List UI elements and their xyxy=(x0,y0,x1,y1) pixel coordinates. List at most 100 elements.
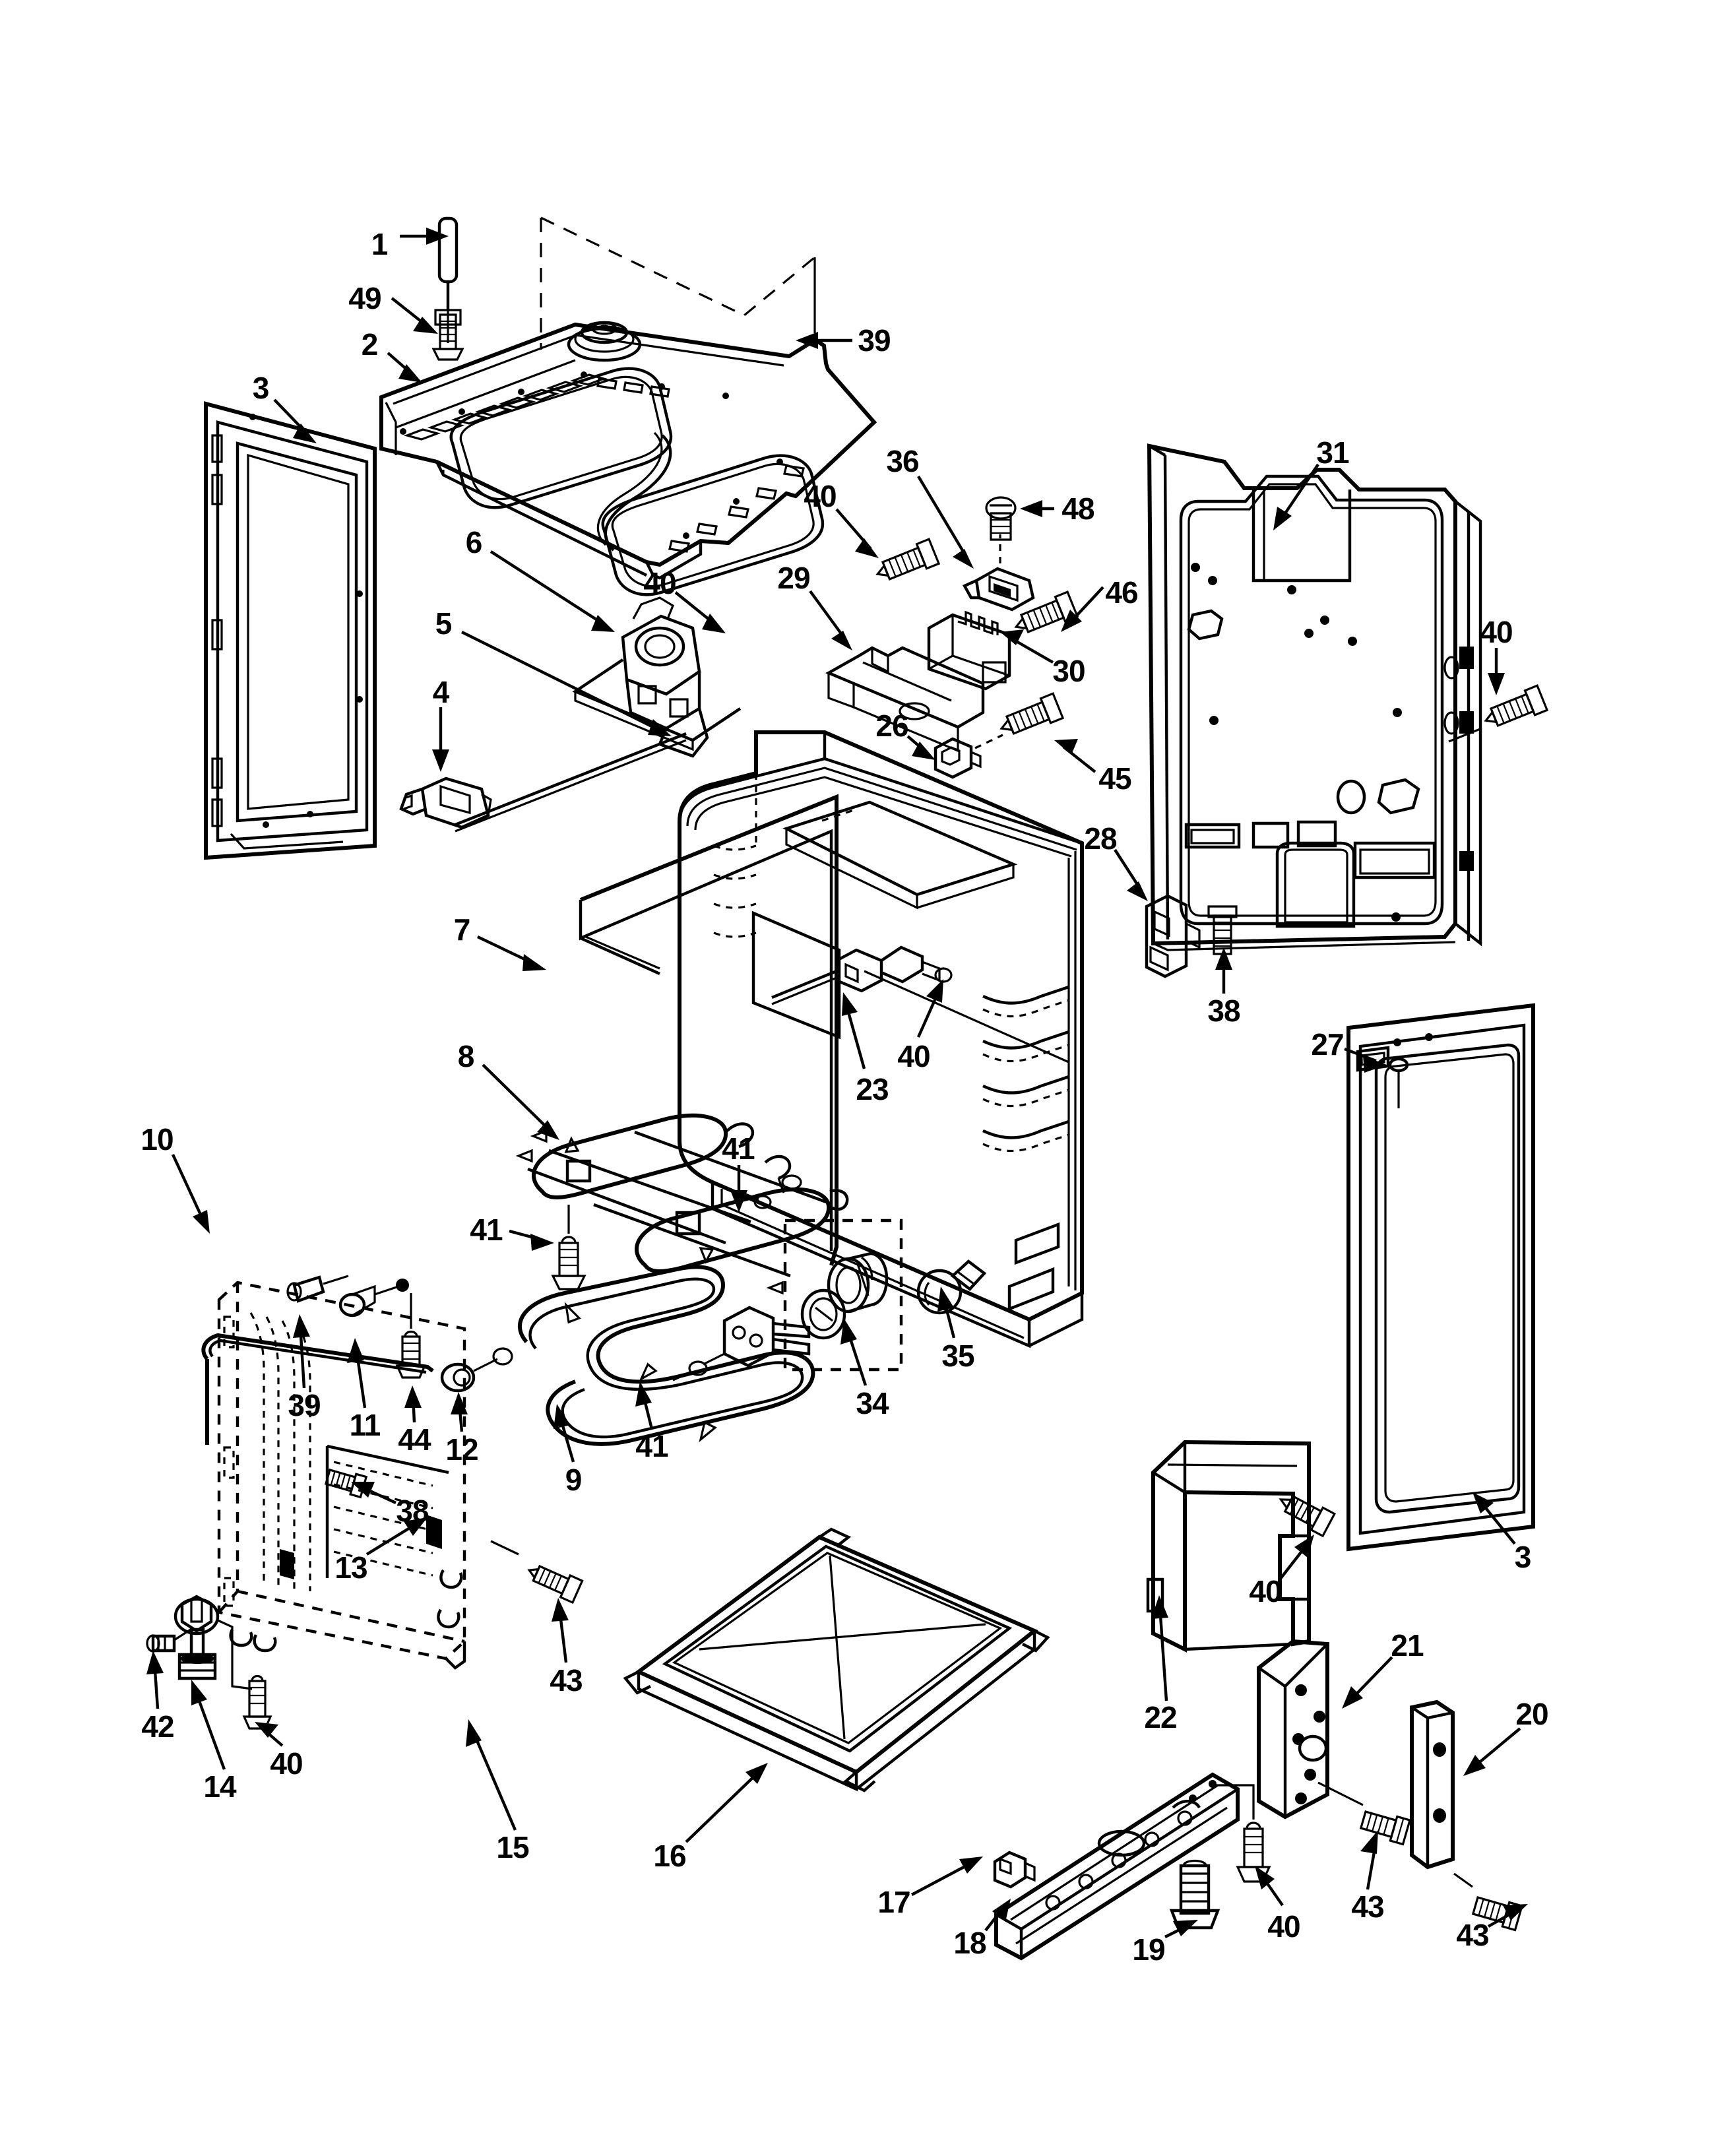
callout-number[interactable]: 22 xyxy=(1144,1700,1177,1734)
callout-number[interactable]: 45 xyxy=(1098,761,1131,796)
part-34-bushing-set xyxy=(783,1219,903,1372)
callout-number[interactable]: 28 xyxy=(1084,821,1117,856)
part-22-side-panel xyxy=(1146,1440,1311,1653)
callout-number[interactable]: 17 xyxy=(877,1885,910,1919)
callout-number[interactable]: 12 xyxy=(445,1432,478,1467)
part-26-clip xyxy=(934,737,982,779)
callout-number[interactable]: 40 xyxy=(1480,615,1513,649)
callout-number[interactable]: 20 xyxy=(1515,1697,1548,1731)
part-30-terminal-block xyxy=(927,610,1011,691)
part-5-link-rod xyxy=(455,732,687,833)
part-19-bolt xyxy=(1169,1859,1220,1930)
callout-number[interactable]: 3 xyxy=(1514,1540,1532,1574)
part-28-bracket xyxy=(1145,894,1201,978)
callout-number[interactable]: 6 xyxy=(465,525,483,559)
callout-number[interactable]: 42 xyxy=(141,1709,174,1744)
callout-number[interactable]: 40 xyxy=(1249,1574,1282,1608)
callout-number[interactable]: 40 xyxy=(897,1039,930,1073)
callout-number[interactable]: 49 xyxy=(348,281,381,315)
part-40-screws-top xyxy=(875,538,941,581)
callout-number[interactable]: 40 xyxy=(1267,1909,1300,1944)
part-41-screw-upper xyxy=(551,1205,586,1290)
callout-number[interactable]: 35 xyxy=(941,1339,974,1373)
callout-number[interactable]: 39 xyxy=(858,323,891,358)
part-6-switch-assembly xyxy=(572,596,742,758)
part-46-screw xyxy=(1014,590,1079,634)
part-35-lamp-bulb xyxy=(916,1259,987,1315)
callout-number[interactable]: 5 xyxy=(435,606,453,641)
part-31-rear-panel xyxy=(1147,443,1482,951)
part-38-screw-right xyxy=(1207,905,1238,955)
part-45-screw xyxy=(974,692,1065,749)
callout-number[interactable]: 40 xyxy=(270,1746,303,1781)
part-11-bushing xyxy=(338,1279,409,1317)
callout-leaders xyxy=(146,228,1528,1938)
callout-number[interactable]: 7 xyxy=(453,912,471,947)
callout-number[interactable]: 10 xyxy=(141,1122,174,1157)
callout-number[interactable]: 23 xyxy=(856,1072,889,1106)
callout-number[interactable]: 26 xyxy=(875,709,908,743)
callout-number[interactable]: 15 xyxy=(496,1830,529,1864)
callout-number[interactable]: 40 xyxy=(643,566,676,600)
callout-number[interactable]: 27 xyxy=(1311,1027,1344,1062)
callout-number[interactable]: 41 xyxy=(722,1131,755,1166)
part-8-broil-element xyxy=(515,1113,849,1295)
part-14-leveling-leg xyxy=(174,1595,253,1690)
callout-number[interactable]: 31 xyxy=(1316,435,1349,470)
callout-number[interactable]: 34 xyxy=(856,1386,889,1420)
callout-number[interactable]: 11 xyxy=(349,1408,381,1442)
callout-number[interactable]: 13 xyxy=(334,1550,367,1585)
callout-number[interactable]: 43 xyxy=(1456,1918,1489,1952)
part-23-temp-sensor xyxy=(771,945,953,1005)
callout-number[interactable]: 3 xyxy=(252,371,270,405)
part-17-clip xyxy=(993,1851,1036,1889)
part-42-screw xyxy=(146,1627,193,1653)
callout-number[interactable]: 18 xyxy=(953,1926,986,1960)
part-2-cooktop xyxy=(379,216,877,596)
callout-number[interactable]: 41 xyxy=(470,1213,503,1247)
part-12-grommet xyxy=(440,1347,513,1393)
part-21-bracket xyxy=(1257,1639,1364,1820)
callout-number[interactable]: 30 xyxy=(1052,654,1085,688)
callout-number[interactable]: 41 xyxy=(635,1429,668,1463)
callout-number[interactable]: 2 xyxy=(361,327,379,362)
part-3-right-door xyxy=(1346,1003,1535,1552)
part-40-screw-leg xyxy=(242,1674,272,1730)
callout-number[interactable]: 46 xyxy=(1105,575,1138,610)
part-7-gasket xyxy=(579,794,839,1266)
callout-number[interactable]: 14 xyxy=(203,1769,236,1804)
part-40-screw-right xyxy=(1448,684,1549,743)
part-4-clip xyxy=(399,777,492,829)
callout-number[interactable]: 29 xyxy=(777,561,810,595)
callout-number[interactable]: 38 xyxy=(1207,994,1240,1028)
callout-number[interactable]: 43 xyxy=(1351,1889,1384,1924)
callout-number[interactable]: 44 xyxy=(398,1422,431,1457)
callout-number[interactable]: 39 xyxy=(288,1388,321,1422)
callout-number[interactable]: 1 xyxy=(371,227,389,261)
part-20-strap xyxy=(1410,1699,1455,1870)
part-16-oven-bottom-plate xyxy=(623,1527,1050,1792)
callout-number[interactable]: 19 xyxy=(1132,1932,1165,1967)
callout-number[interactable]: 16 xyxy=(653,1839,686,1873)
part-48-screw xyxy=(985,496,1017,541)
callout-number[interactable]: 9 xyxy=(565,1463,583,1497)
callout-number[interactable]: 8 xyxy=(457,1039,475,1073)
part-36-clip xyxy=(962,534,1035,612)
callout-number[interactable]: 38 xyxy=(396,1494,429,1528)
part-18-drawer-rail xyxy=(994,1772,1240,1961)
callout-number[interactable]: 36 xyxy=(886,444,919,478)
callout-number[interactable]: 40 xyxy=(804,479,837,513)
part-27-pin xyxy=(1388,1057,1409,1108)
part-43-screw-a xyxy=(1359,1810,1411,1846)
cooktop-socket xyxy=(567,321,642,362)
callout-number[interactable]: 4 xyxy=(432,675,450,709)
callout-number[interactable]: 43 xyxy=(550,1663,583,1697)
part-29-bracket xyxy=(825,646,985,753)
part-38-screw-left xyxy=(324,1469,368,1499)
part-44-screw xyxy=(395,1293,427,1379)
callout-number[interactable]: 21 xyxy=(1391,1628,1424,1663)
callout-number[interactable]: 48 xyxy=(1061,491,1094,526)
